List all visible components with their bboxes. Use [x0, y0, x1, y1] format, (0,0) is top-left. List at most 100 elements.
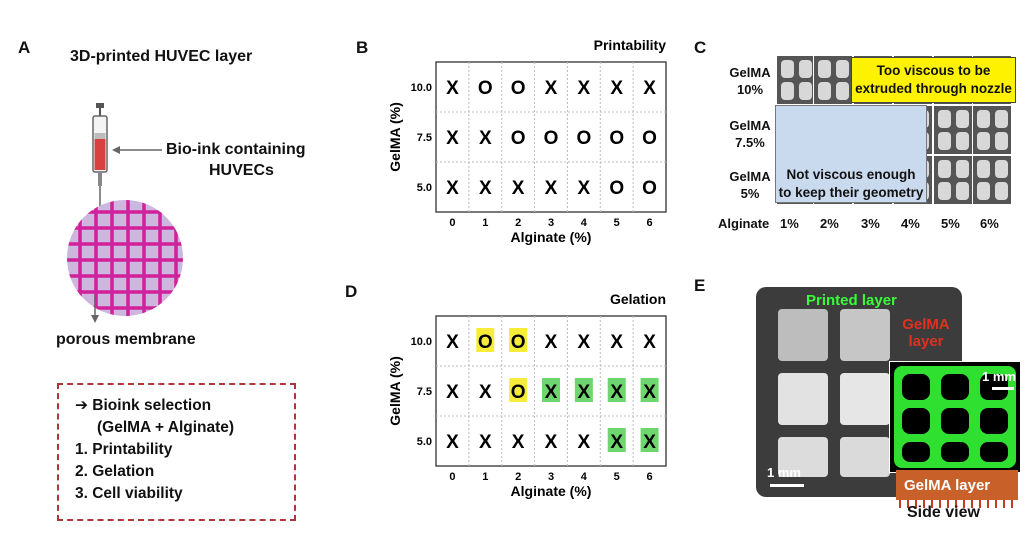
cell-mark: O	[609, 178, 624, 199]
print-photo-tile	[933, 105, 973, 155]
cell-mark: X	[643, 78, 656, 99]
cell-mark: O	[478, 332, 493, 353]
print-photo-pore	[938, 182, 951, 200]
cell-mark: O	[511, 128, 526, 149]
y-tick-label: 5.0	[417, 436, 432, 448]
print-photo-pore	[781, 82, 794, 100]
cell-mark: X	[643, 432, 656, 453]
col-label-3: 3%	[861, 216, 880, 231]
cell-mark: X	[545, 78, 558, 99]
cell-mark: O	[544, 128, 559, 149]
chart-title: Printability	[594, 37, 667, 53]
x-tick-label: 2	[515, 217, 521, 229]
cell-mark: X	[479, 178, 492, 199]
x-tick-label: 3	[548, 217, 554, 229]
print-photo-pore	[977, 132, 990, 150]
cell-highlight	[509, 328, 528, 352]
selection-item: 3. Cell viability	[75, 485, 183, 502]
x-axis-label: Alginate (%)	[511, 229, 592, 245]
panel-c-letter: C	[694, 38, 707, 57]
x-tick-label: 3	[548, 471, 554, 483]
cell-mark: X	[446, 78, 459, 99]
cell-mark: O	[478, 78, 493, 99]
cell-highlight	[509, 378, 528, 402]
x-tick-label: 6	[647, 217, 653, 229]
side-view-label: Side view	[907, 504, 980, 521]
x-tick-label: 1	[482, 471, 488, 483]
print-photo-tile	[972, 155, 1012, 205]
x-axis-label: Alginate (%)	[511, 483, 592, 499]
chart-title: Gelation	[610, 291, 666, 307]
cell-mark: X	[446, 432, 459, 453]
col-label-4: 4%	[901, 216, 920, 231]
x-tick-label: 5	[614, 471, 620, 483]
panel-a-title: 3D-printed HUVEC layer	[70, 48, 253, 65]
syringe-membrane-illustration	[67, 103, 183, 323]
selection-item: 1. Printability	[75, 441, 173, 458]
plot-frame	[435, 315, 667, 467]
cell-mark: O	[511, 332, 526, 353]
cell-mark: X	[545, 178, 558, 199]
print-photo-tile	[972, 105, 1012, 155]
print-photo-pore	[836, 82, 849, 100]
print-photo-pore	[956, 132, 969, 150]
print-photo-pore	[995, 182, 1008, 200]
selection-heading: ➔ Bioink selection	[75, 397, 212, 414]
x-tick-label: 0	[449, 471, 455, 483]
main-scale-bar	[770, 484, 804, 487]
print-photo-pore	[938, 110, 951, 128]
print-photo-pore	[977, 160, 990, 178]
y-tick-label: 10.0	[411, 82, 432, 94]
cell-mark: X	[578, 78, 591, 99]
x-tick-label: 1	[482, 217, 488, 229]
cell-mark: X	[578, 432, 591, 453]
print-photo-tile	[813, 55, 853, 105]
cell-highlight	[640, 428, 659, 452]
bioink-selection-box: ➔ Bioink selection (GelMA + Alginate) 1.…	[57, 383, 296, 521]
selection-item: 2. Gelation	[75, 463, 155, 480]
cell-mark: X	[643, 382, 656, 403]
panel-d-letter: D	[345, 282, 358, 301]
x-tick-label: 4	[581, 471, 588, 483]
panel-a-letter: A	[18, 38, 31, 57]
cell-mark: X	[446, 178, 459, 199]
x-tick-label: 0	[449, 217, 455, 229]
cell-highlight	[607, 428, 626, 452]
membrane-label: porous membrane	[56, 331, 196, 348]
print-photo-pore	[995, 160, 1008, 178]
bioink-label: Bio-ink containing	[166, 141, 306, 158]
x-tick-label: 5	[614, 217, 620, 229]
main-scale-label: 1 mm	[767, 465, 801, 480]
cell-mark: X	[479, 382, 492, 403]
fluorescence-inset	[889, 361, 1021, 473]
print-photo-pore	[818, 82, 831, 100]
cell-mark: X	[578, 332, 591, 353]
print-photo-pore	[818, 60, 831, 78]
bioink-arrow-icon	[112, 146, 162, 154]
print-photo-pore	[995, 110, 1008, 128]
inset-scale-label: 1 mm	[982, 369, 1016, 384]
print-photo-pore	[956, 182, 969, 200]
cell-mark: O	[511, 382, 526, 403]
alginate-col-header: Alginate	[718, 216, 770, 231]
cell-mark: X	[610, 78, 623, 99]
cell-mark: X	[545, 382, 558, 403]
x-tick-label: 2	[515, 471, 521, 483]
col-label-1: 1%	[780, 216, 799, 231]
panel-b-letter: B	[356, 38, 369, 57]
cell-mark: X	[545, 432, 558, 453]
cell-mark: X	[643, 332, 656, 353]
cell-mark: X	[610, 382, 623, 403]
plot-frame	[435, 61, 667, 213]
cell-mark: X	[446, 382, 459, 403]
cell-mark: X	[578, 382, 591, 403]
col-label-2: 2%	[820, 216, 839, 231]
col-label-6: 6%	[980, 216, 999, 231]
panel-e-letter: E	[694, 276, 706, 295]
y-axis-label: GelMA (%)	[387, 102, 403, 171]
